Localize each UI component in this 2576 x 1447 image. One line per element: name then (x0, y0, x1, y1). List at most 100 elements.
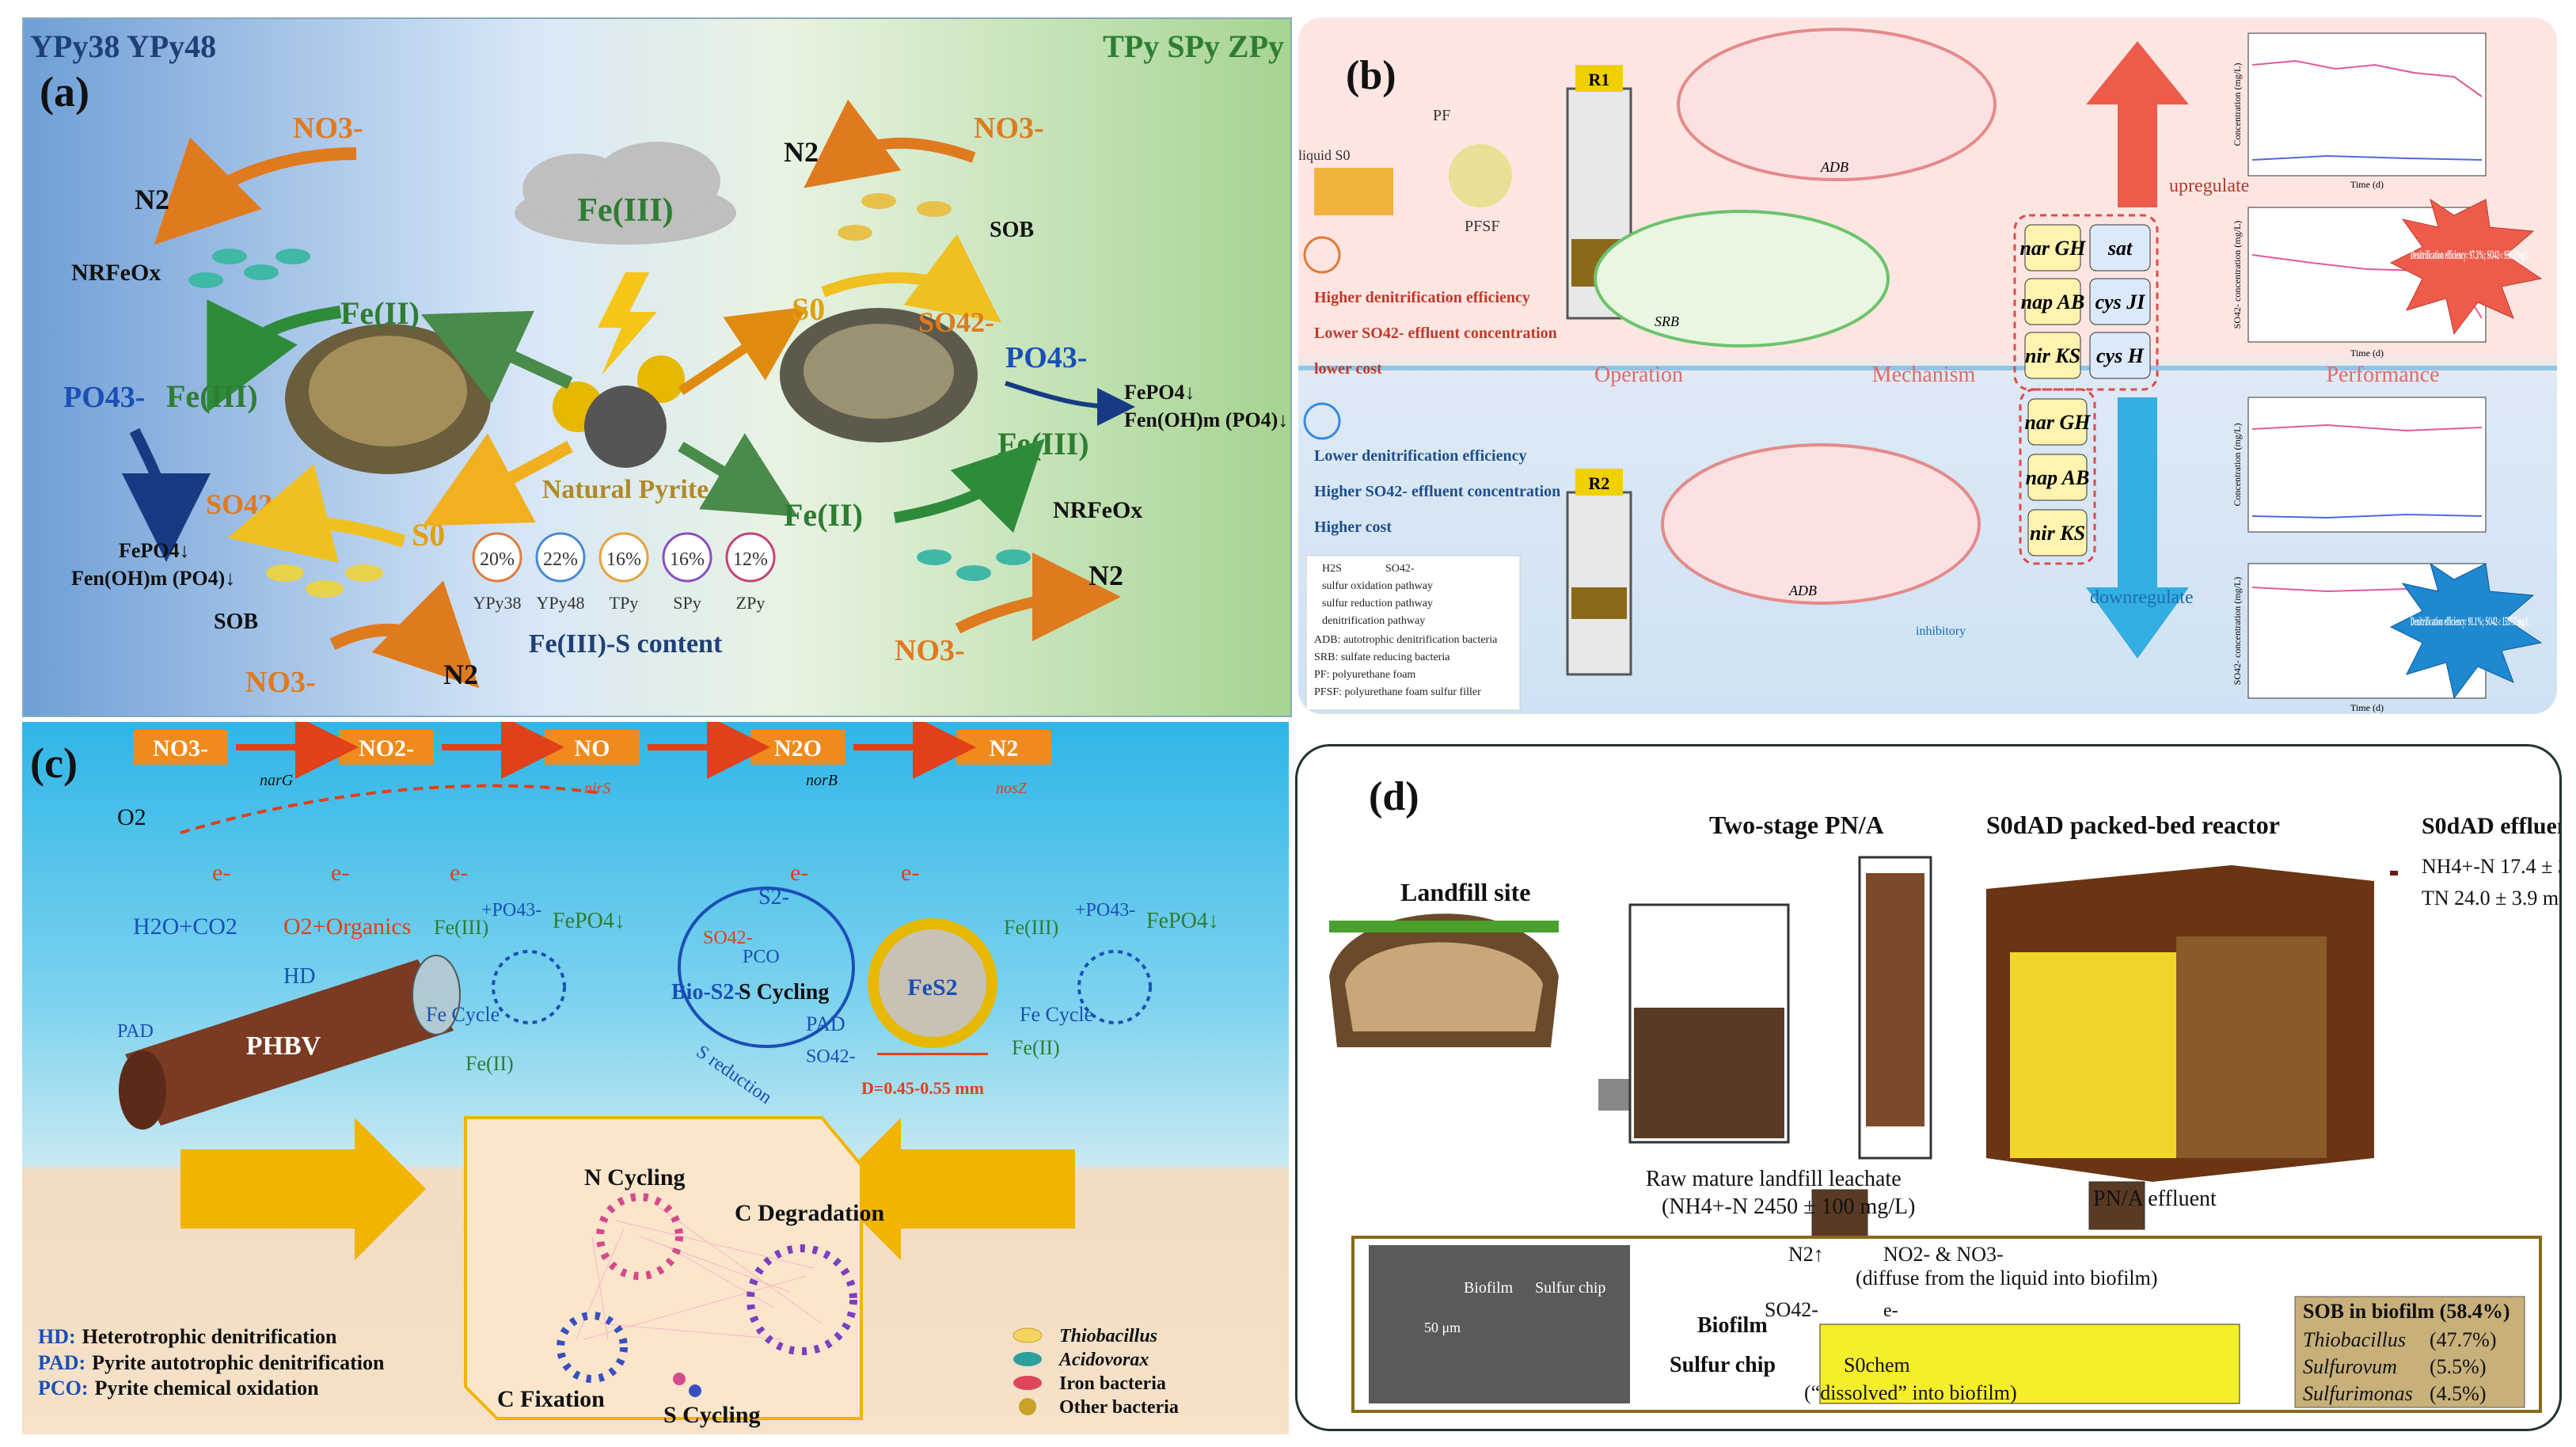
burst-r1 (2389, 198, 2543, 336)
svg-text:SPy: SPy (673, 593, 701, 613)
svg-text:PCO:Pyrite chemical oxidation: PCO:Pyrite chemical oxidation (38, 1377, 319, 1400)
panel-d: (d) Landfill site Two-stage PN/A S0dAD p… (1295, 744, 2562, 1431)
plot-r2-concentration: Concentration (mg/L) (2232, 397, 2487, 533)
h2o-co2-label: H2O+CO2 (133, 913, 237, 940)
sem-image (1369, 1245, 1630, 1403)
panel-b-legend: H2S SO42- sulfur oxidation pathway sulfu… (1305, 555, 1521, 711)
pf-label: PF (1433, 107, 1450, 124)
svg-text:nar GH: nar GH (2024, 411, 2091, 434)
fe-cycle-right (1077, 950, 1152, 1024)
svg-text:N2: N2 (990, 735, 1019, 761)
po4-label-c-right: +PO43- (1075, 900, 1135, 921)
svg-text:sat: sat (2107, 237, 2133, 260)
sob-label-left: SOB (214, 610, 258, 634)
dissolved-label: (“dissolved” into biofilm) (1804, 1381, 2017, 1404)
s-cycling-loop (678, 887, 855, 1048)
upregulate-arrow (2086, 41, 2189, 207)
lightning-icon (598, 272, 657, 375)
fe2-label-c-left: Fe(II) (465, 1052, 514, 1075)
bacteria-sob-right (838, 193, 952, 241)
panel-c-diagram: (c) NO3- NO2- NO N2O N2 narG nirS norB n… (30, 722, 1219, 1428)
nox-label: NO2- & NO3- (1883, 1243, 2004, 1266)
srb-label: SRB (1655, 313, 1679, 329)
n2-label-bottom-right: N2 (1089, 560, 1123, 591)
pad-label-left: PAD (117, 1021, 154, 1042)
burst-r1-text: Denitrification efficiency: 97.3%; SO42-… (2411, 249, 2529, 262)
panel-d-diagram: (d) Landfill site Two-stage PN/A S0dAD p… (1329, 774, 2559, 1413)
svg-text:SRB: sulfate reducing bacteria: SRB: sulfate reducing bacteria (1314, 651, 1450, 663)
sem-biofilm-label: Biofilm (1464, 1279, 1514, 1297)
def-pad: PAD:Pyrite autotrophic denitrification (38, 1351, 385, 1374)
pad-label-right: PAD (806, 1012, 845, 1035)
svg-text:H2S: H2S (1322, 563, 1342, 575)
pyrite-molecule-icon (553, 355, 685, 468)
sob-label-right: SOB (990, 218, 1034, 242)
s-cycling-label: S Cycling (739, 980, 829, 1005)
svg-text:TPy: TPy (610, 593, 639, 613)
r2-label: R2 (1589, 473, 1610, 493)
svg-text:NO: NO (575, 735, 610, 761)
sulfur-chip-block (1819, 1324, 2240, 1404)
bacteria-sob-left (266, 564, 383, 598)
panel-b-label: (b) (1346, 53, 1396, 98)
svg-text:denitrification pathway: denitrification pathway (1322, 615, 1425, 627)
bacteria-left (188, 249, 310, 288)
electron-2: e- (331, 860, 349, 886)
fe2-label-c-right: Fe(II) (1012, 1036, 1060, 1059)
sulfur-chip-label: Sulfur chip (1670, 1353, 1776, 1377)
burst-r2 (2389, 562, 2543, 700)
svg-text:Time (d): Time (d) (2350, 702, 2384, 713)
electron-d: e- (1883, 1301, 1898, 1321)
adb-cell-top (1677, 28, 1997, 181)
no3-label-top-right: NO3- (974, 112, 1044, 145)
svg-text:SO42- concentration (mg/L): SO42- concentration (mg/L) (2232, 577, 2243, 686)
fe3-s-content-label: Fe(III)-S content (529, 629, 723, 659)
inhibitory-label: inhibitory (1916, 625, 1966, 638)
so4-label-right: SO42- (918, 306, 994, 338)
bio-s2-label: Bio-S2- (671, 980, 742, 1005)
svg-text:Thiobacillus: Thiobacillus (2303, 1328, 2406, 1351)
n2-up-label: N2↑ (1788, 1243, 1824, 1266)
fe3-s-content-bars: 20% YPy38 22% YPy48 16% TPy 16% SPy 12% … (472, 532, 776, 613)
burst-r2-text: Denitrification efficiency: 91.1%; SO42-… (2411, 615, 2529, 629)
good-2: Lower SO42- effluent concentration (1314, 325, 1557, 342)
effluent-nh4: NH4+-N 17.4 ± 3.2 mg/L (2422, 855, 2559, 878)
svg-text:N2O: N2O (774, 735, 822, 761)
big-arrow-right (830, 1118, 1075, 1260)
svg-text:22%: 22% (543, 549, 578, 570)
raw-leachate-conc: (NH4+-N 2450 ± 100 mg/L) (1662, 1194, 1915, 1219)
pfsf-icon (1449, 144, 1512, 207)
svg-text:Concentration (mg/L): Concentration (mg/L) (2232, 423, 2243, 507)
title-left: YPy38 YPy48 (30, 28, 216, 64)
c-fixation-label: C Fixation (497, 1386, 605, 1412)
panel-b-diagram: (b) Operation Mechanism Performance liqu… (1298, 28, 2557, 713)
biofilm-label: Biofilm (1697, 1313, 1768, 1338)
electron-5: e- (901, 860, 919, 886)
svg-text:YPy38: YPy38 (473, 593, 521, 613)
pco-label: PCO (743, 947, 780, 967)
svg-text:nap AB: nap AB (2021, 291, 2085, 313)
adb-cell-bottom (1661, 443, 1981, 605)
fe3-label-c-right: Fe(III) (1004, 916, 1058, 939)
nrfeox-label-left: NRFeOx (71, 260, 161, 286)
electron-3: e- (450, 860, 468, 886)
fepo4-label-c-left: FePO4↓ (553, 909, 625, 933)
svg-text:nir KS: nir KS (2030, 522, 2085, 545)
svg-text:Iron bacteria: Iron bacteria (1059, 1373, 1166, 1394)
landfill-icon (1329, 913, 1559, 1047)
r1-label: R1 (1589, 70, 1610, 89)
s2-label: S2- (758, 885, 789, 910)
liquid-s0-label: liquid S0 (1298, 147, 1351, 163)
gene-nirs: nirS (584, 780, 610, 797)
svg-text:NO2-: NO2- (359, 735, 414, 761)
svg-text:(47.7%): (47.7%) (2430, 1328, 2496, 1351)
bacteria-legend: Thiobacillus Acidovorax Iron bacteria Ot… (1013, 1326, 1179, 1418)
fepo4-right: FePO4↓ (1124, 381, 1195, 404)
pna-effluent-label: PN/A effluent (2093, 1187, 2217, 1211)
big-arrow-left (180, 1118, 426, 1260)
svg-text:Time (d): Time (d) (2350, 179, 2384, 190)
electron-1: e- (212, 860, 230, 886)
n2-label-bottom-left: N2 (443, 659, 478, 690)
adb-label-bottom: ADB (1788, 583, 1817, 598)
no3-label-bottom-right: NO3- (895, 634, 965, 667)
